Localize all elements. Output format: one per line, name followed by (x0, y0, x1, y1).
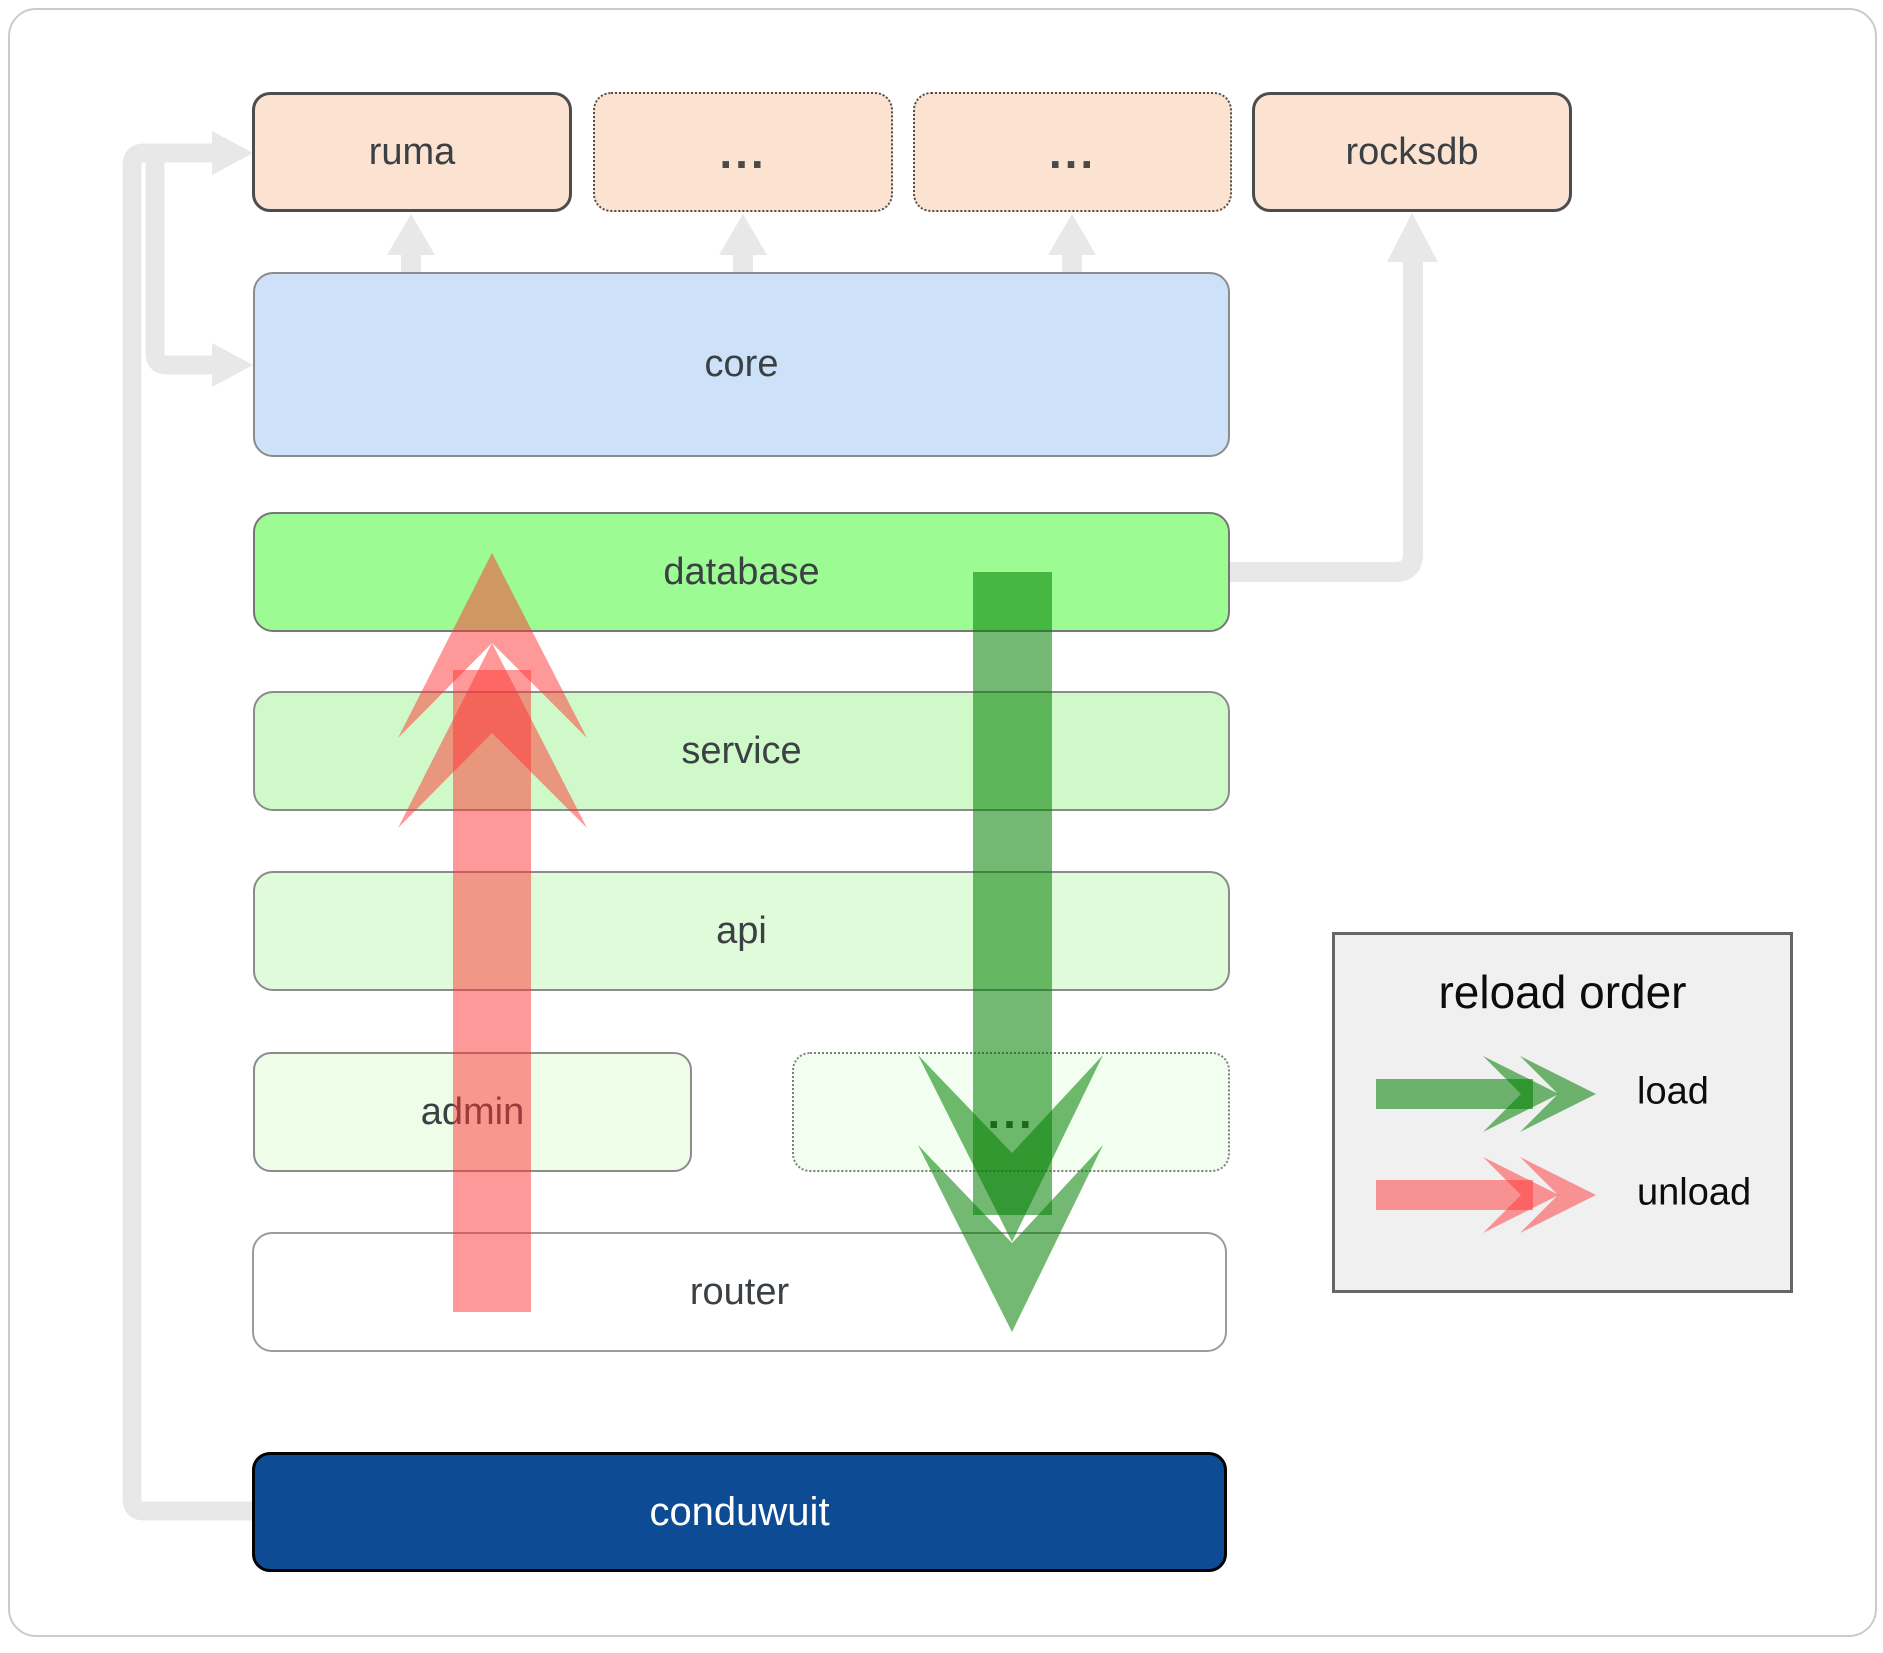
node-conduwuit: conduwuit (252, 1452, 1227, 1572)
node-ellipsis-2-label: ... (1048, 126, 1097, 178)
connector-core-to-ellipsis2 (1048, 214, 1096, 274)
node-database: database (253, 512, 1230, 632)
node-admin-ellipsis-label: ... (987, 1086, 1035, 1138)
node-ellipsis-1: ... (593, 92, 893, 212)
node-router: router (252, 1232, 1227, 1352)
legend-arrows (1376, 1056, 1596, 1233)
reload-arrow-layer (398, 553, 1103, 1332)
node-ellipsis-2: ... (913, 92, 1232, 212)
arrowhead-ruma-icon (212, 131, 253, 175)
node-admin-ellipsis: ... (792, 1052, 1230, 1172)
node-database-label: database (663, 550, 820, 593)
node-core: core (253, 272, 1230, 457)
node-ruma-label: ruma (368, 130, 456, 173)
node-core-label: core (704, 343, 779, 385)
arrowhead-core-icon (212, 343, 253, 387)
connector-core-to-ellipsis1 (719, 214, 767, 274)
node-ruma: ruma (252, 92, 572, 212)
connector-database-to-rocksdb (1230, 260, 1423, 582)
legend-load-label: load (1637, 1070, 1709, 1113)
legend-load-arrow-icon (1376, 1056, 1596, 1132)
node-rocksdb-label: rocksdb (1345, 130, 1479, 173)
node-api: api (253, 871, 1230, 991)
node-conduwuit-label: conduwuit (649, 1489, 830, 1534)
node-rocksdb: rocksdb (1252, 92, 1572, 212)
legend-unload-label: unload (1637, 1171, 1752, 1214)
connector-conduwuit-to-ruma (122, 143, 252, 1521)
legend: reload order load unload (1332, 932, 1793, 1293)
node-admin: admin (253, 1052, 692, 1172)
arrowhead-rocksdb-icon (1387, 213, 1438, 262)
legend-unload-arrow-icon (1376, 1157, 1596, 1233)
connector-layer (122, 131, 1438, 1521)
diagram-canvas: ruma ... ... rocksdb core database servi… (8, 8, 1877, 1637)
node-api-label: api (716, 909, 767, 952)
connector-core-to-ruma (387, 214, 435, 274)
legend-title: reload order (1438, 966, 1687, 1018)
node-service-label: service (681, 729, 802, 772)
node-service: service (253, 691, 1230, 811)
node-admin-label: admin (420, 1090, 525, 1133)
connector-conduwuit-to-core (145, 158, 214, 375)
node-ellipsis-1-label: ... (719, 126, 767, 178)
node-router-label: router (689, 1270, 790, 1313)
